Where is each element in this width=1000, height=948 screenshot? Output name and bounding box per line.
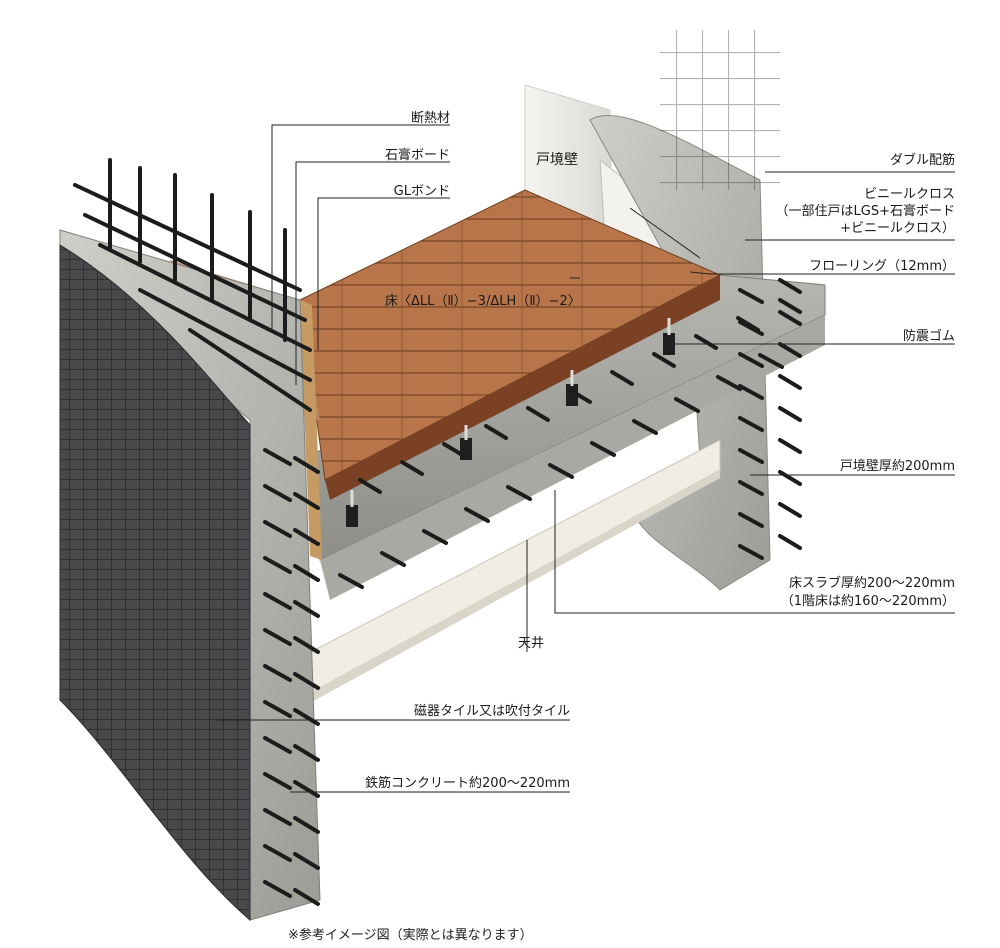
rebar-stub xyxy=(738,512,764,528)
rebar-stub xyxy=(293,744,320,762)
rebar-stub xyxy=(738,352,764,368)
rebar-stub xyxy=(293,852,320,870)
rebar-stub xyxy=(526,406,550,422)
rebar-stub xyxy=(293,456,320,474)
gypsum-board-layer xyxy=(300,300,322,560)
rebar-stub xyxy=(738,544,764,560)
rebar-stub xyxy=(263,844,292,862)
rebar-stub xyxy=(422,529,448,545)
label-flooring: フローリング（12mm） xyxy=(809,259,955,274)
rebar-stub xyxy=(263,664,292,682)
label-gypsum-board: 石膏ボード xyxy=(384,148,450,163)
double-rebar-grid xyxy=(660,30,780,190)
rebar-stub xyxy=(293,816,320,834)
rebar-stub xyxy=(778,438,802,454)
rebar-stub xyxy=(738,384,764,400)
label-gl-bond: GLボンド xyxy=(393,184,450,199)
label-vibration-rubber: 防震ゴム xyxy=(902,329,955,344)
label-double-rebar: ダブル配筋 xyxy=(889,153,955,168)
rebar-stub xyxy=(293,672,320,690)
rebar-stubs xyxy=(263,278,802,906)
rebar-stub xyxy=(590,441,616,457)
rebar-stub xyxy=(293,708,320,726)
rebar-stub xyxy=(738,320,764,336)
label-vinyl-cloth-2: （一部住戸はLGS+石膏ボード xyxy=(775,204,955,219)
rebar-stub xyxy=(293,492,320,510)
rebar-stub xyxy=(464,507,490,523)
rebar-stub xyxy=(738,448,764,464)
rebar-stub xyxy=(506,485,532,501)
rebar-stub xyxy=(263,592,292,610)
rebar-stub xyxy=(263,700,292,718)
rebar-stub xyxy=(778,534,802,550)
label-slab-1: 床スラブ厚約200〜220mm xyxy=(789,576,955,591)
rebar-stub xyxy=(674,397,700,413)
flooring-edge xyxy=(325,275,720,500)
label-vinyl-cloth-3: +ビニールクロス） xyxy=(840,221,955,236)
rebar-stub xyxy=(400,460,424,476)
rebar-stub xyxy=(442,442,466,458)
rebar-stub xyxy=(738,480,764,496)
rebar-stub xyxy=(293,636,320,654)
rebar-stub xyxy=(263,448,292,466)
label-concrete: 鉄筋コンクリート約200〜220mm xyxy=(365,776,570,791)
label-slab-2: （1階床は約160〜220mm） xyxy=(780,594,955,609)
rebar-stub xyxy=(632,419,658,435)
label-floor-rating: 床〈ΔLL（Ⅱ）−3/ΔLH（Ⅱ）−2〉 xyxy=(385,294,581,309)
image-caption: ※参考イメージ図（実際とは異なります） xyxy=(288,928,533,943)
rebar-stub xyxy=(758,353,784,369)
rebar-stub xyxy=(293,528,320,546)
rebar-stub xyxy=(380,551,406,567)
leader-lines xyxy=(215,124,955,793)
rebar-stub xyxy=(263,808,292,826)
rebar-stub xyxy=(263,880,292,898)
rebar-stub xyxy=(263,520,292,538)
rebar-stub xyxy=(263,628,292,646)
rebar-stub xyxy=(778,342,802,358)
label-tile: 磁器タイル又は吹付タイル xyxy=(413,704,570,719)
rebar-stub xyxy=(338,573,364,589)
rebar-stub xyxy=(694,334,718,350)
rebar-stub xyxy=(293,600,320,618)
label-vinyl-cloth-1: ビニールクロス xyxy=(863,187,955,202)
rebar-stub xyxy=(358,478,382,494)
left-rebar-grid xyxy=(73,158,312,412)
rebar-stub xyxy=(778,374,802,390)
rebar-stub xyxy=(778,470,802,486)
rebar-stub xyxy=(293,888,320,906)
rebar-stub xyxy=(778,502,802,518)
rebar-stub xyxy=(778,406,802,422)
rebar-stub xyxy=(293,564,320,582)
label-party-wall: 戸境壁 xyxy=(536,152,578,168)
rebar-stub xyxy=(263,556,292,574)
label-insulation: 断熱材 xyxy=(410,111,450,126)
rebar-stub xyxy=(263,484,292,502)
label-ceiling: 天井 xyxy=(518,636,545,651)
label-party-wall-thickness: 戸境壁厚約200mm xyxy=(839,459,955,474)
rebar-stub xyxy=(738,416,764,432)
rebar-stub xyxy=(263,736,292,754)
rebar-stub xyxy=(263,772,292,790)
rebar-stub xyxy=(716,375,742,391)
rebar-stub xyxy=(293,780,320,798)
rebar-stub xyxy=(568,388,592,404)
rebar-stub xyxy=(778,298,802,314)
rebar-stub xyxy=(652,352,676,368)
rebar-stub xyxy=(484,424,508,440)
tile-face xyxy=(59,244,251,922)
rebar-stub xyxy=(778,278,802,294)
rebar-stub xyxy=(738,288,764,304)
rebar-stub xyxy=(548,463,574,479)
rebar-stub xyxy=(778,310,802,326)
rebar-stub xyxy=(610,370,634,386)
slab-underside xyxy=(320,315,825,600)
